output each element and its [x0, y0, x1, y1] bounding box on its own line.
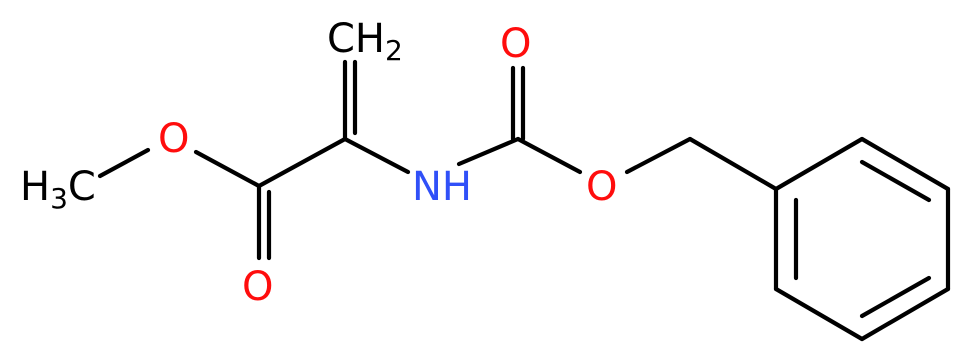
methylene-ch: CH [327, 16, 385, 62]
ether-oxygen-label: O [586, 164, 617, 210]
bond-carbamate-ether-oxygen [515, 136, 583, 175]
bonds [97, 59, 951, 342]
methyl-subscript: 3 [50, 182, 68, 215]
ring-bond-2 [859, 136, 951, 192]
ester-oxygen-label: O [158, 116, 189, 162]
methyl-h: H [20, 164, 50, 210]
ring-bond-4 [859, 286, 951, 342]
bond-carbonyl-alpha [256, 136, 348, 189]
ring-bond-1 [773, 136, 865, 192]
carbamate-oxygen-label: O [500, 21, 531, 67]
methylene-subscript: 2 [385, 34, 403, 67]
bond-ether-oxygen-benzylic [624, 136, 693, 175]
amine-nh-label: NH [412, 164, 472, 210]
bond-ester-oxygen-carbonyl [193, 149, 262, 189]
carbonyl-oxygen-label: O [242, 264, 273, 310]
bond-nitrogen-carbamate [456, 136, 521, 167]
methylene-label: CH2 [327, 16, 403, 67]
methyl-c: C [68, 164, 96, 210]
methyl-label: H3C [20, 164, 96, 215]
bond-methyl-ester-oxygen [97, 147, 151, 179]
bond-benzylic-ring [687, 136, 779, 192]
atom-labels: H3C O O CH2 NH O O [20, 16, 617, 310]
ring-inner-bond-3 [859, 275, 932, 319]
ring-bond-5 [773, 286, 865, 342]
bond-alpha-nitrogen [342, 136, 411, 175]
ring-inner-bond-2 [859, 159, 932, 203]
